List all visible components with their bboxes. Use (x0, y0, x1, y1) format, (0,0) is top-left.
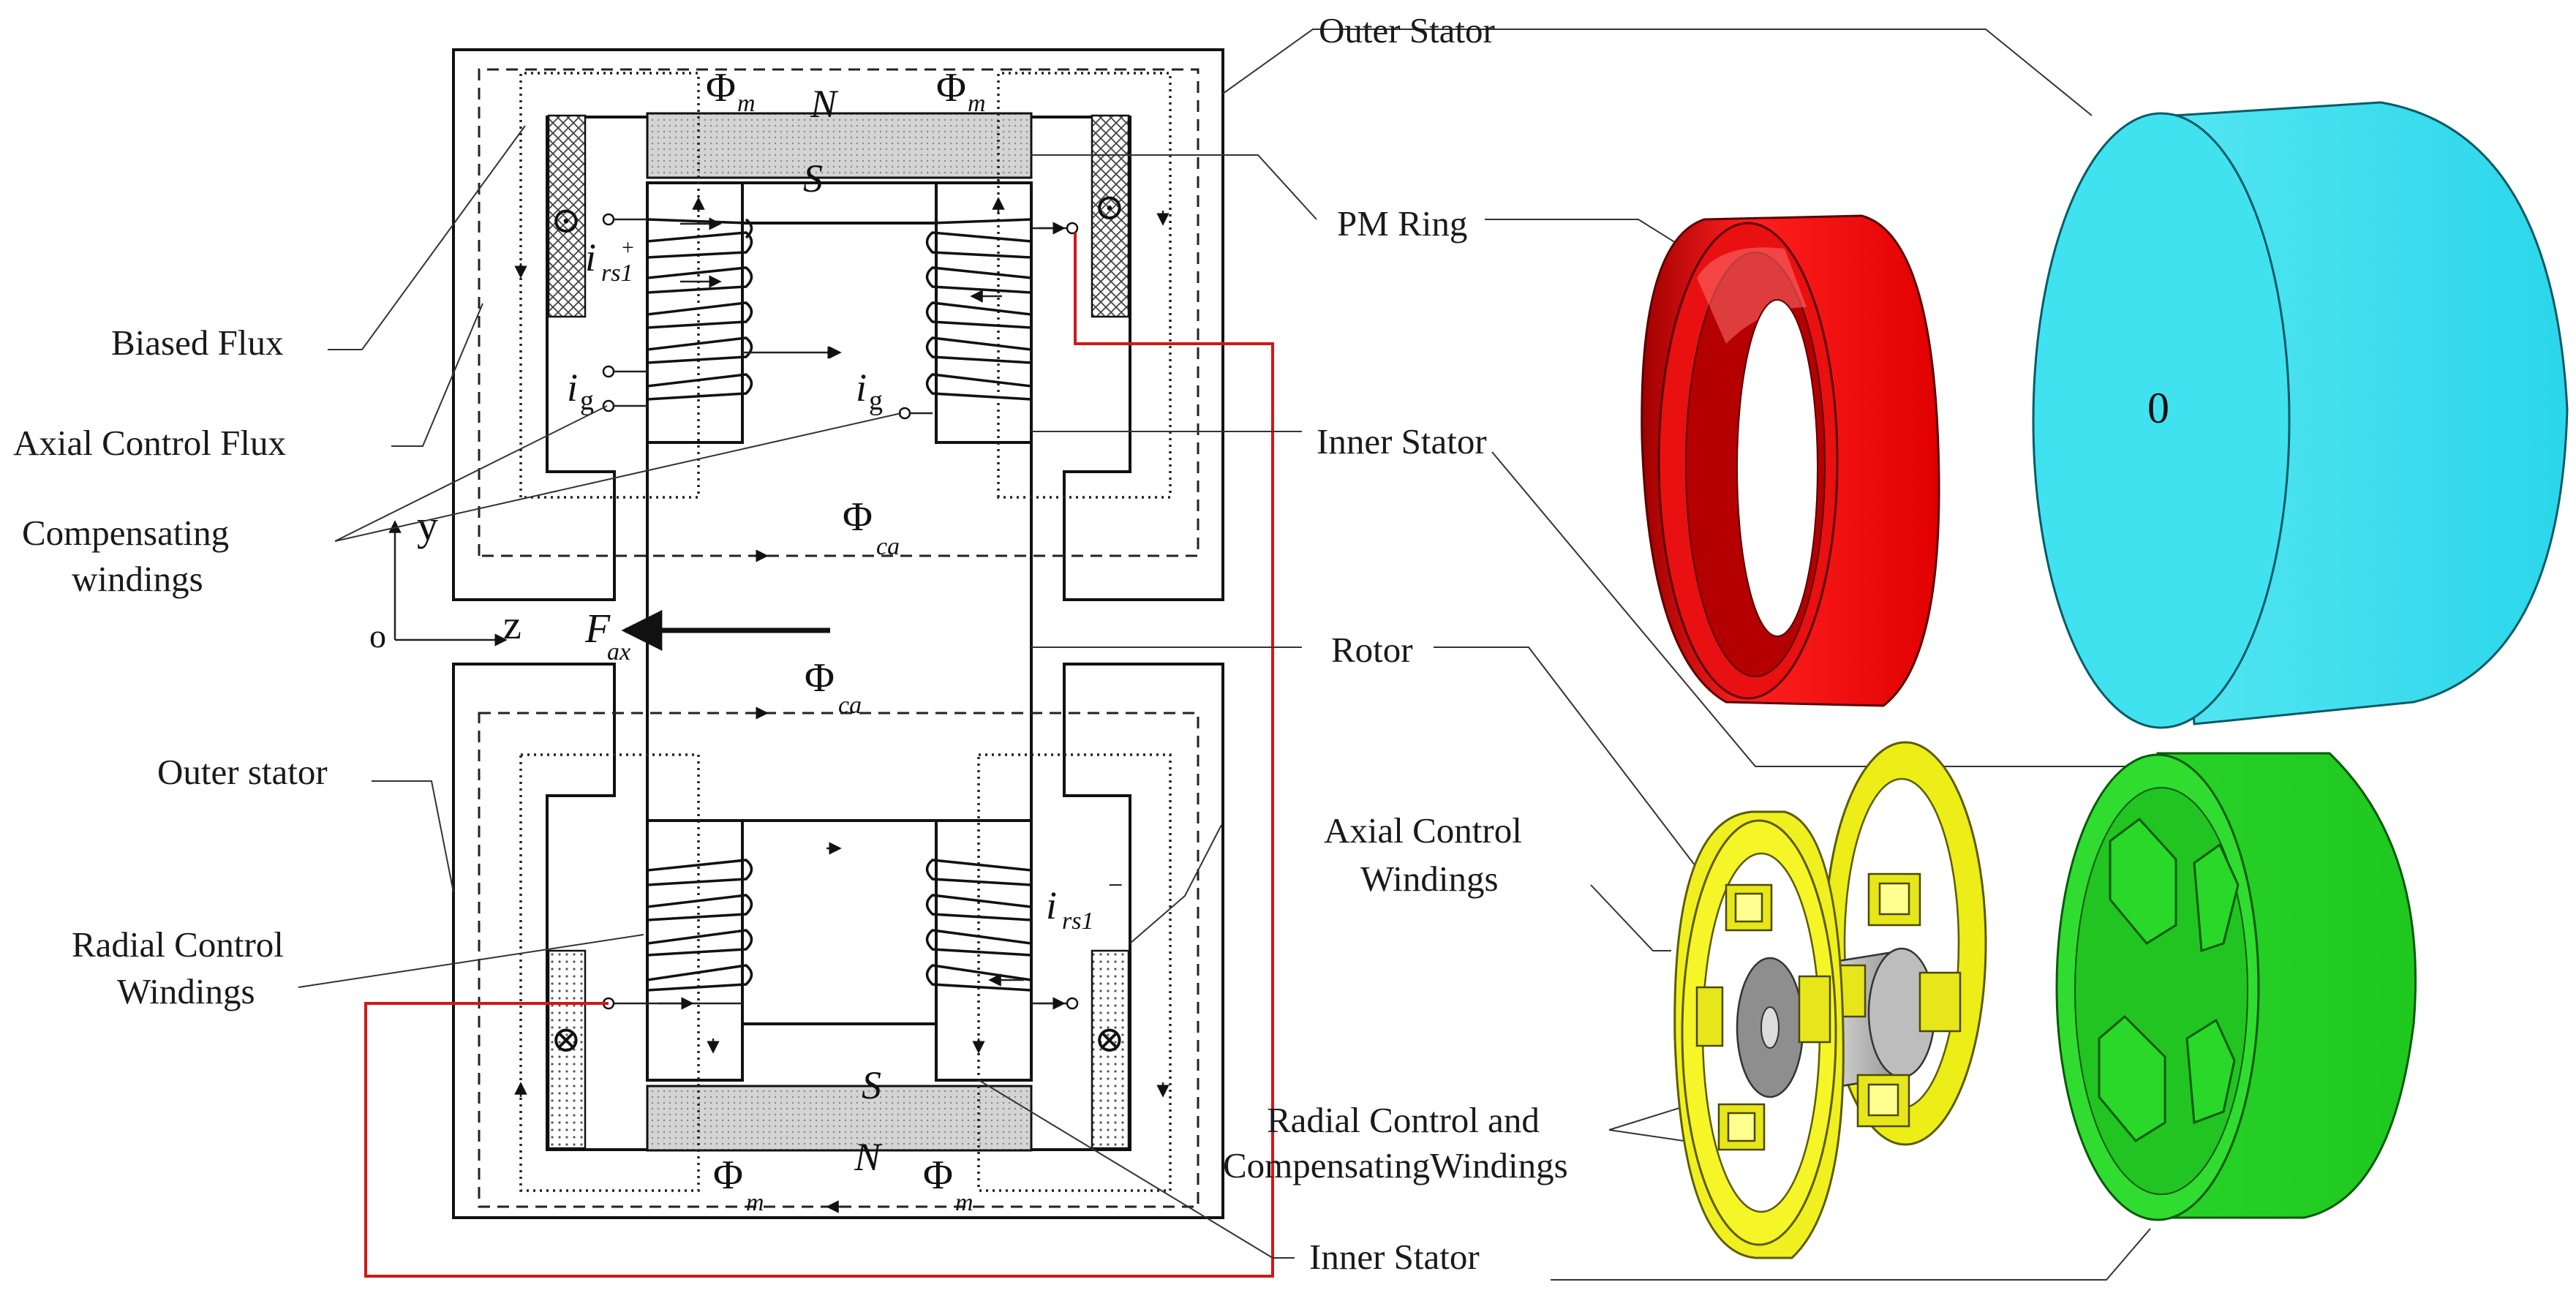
label-axial-windings-1: Axial Control (1324, 810, 1522, 851)
label-axial-control-flux: Axial Control Flux (13, 423, 286, 463)
cad-origin-mark: 0 (2147, 384, 2169, 432)
label-outer-stator-top: Outer Stator (1319, 10, 1495, 50)
phi-ca-bottom-sub: ca (838, 692, 862, 719)
red-wiring (364, 233, 1274, 1278)
label-outer-stator-bottom: Outer stator (157, 752, 328, 792)
coil-upper-left (602, 213, 753, 412)
i-rs1-bottom: i (1046, 883, 1057, 927)
minus-sign: − (1108, 870, 1123, 900)
label-inner-stator-bottom: Inner Stator (1309, 1237, 1480, 1277)
phi-ca-bottom: Φ (805, 655, 835, 701)
axis-y-label: y (417, 502, 438, 549)
force-label: F (584, 606, 611, 652)
outer-stator-3d: 0 (2032, 101, 2569, 729)
pm-block-top (646, 112, 1033, 179)
callout-labels: Outer Stator PM Ring Biased Flux Axial C… (13, 10, 1568, 1277)
phi-ca-top: Φ (843, 494, 873, 540)
north-top: N (810, 82, 839, 126)
i-rs1-top: i (585, 235, 596, 279)
label-rotor: Rotor (1331, 630, 1413, 670)
lower-outer-stator (452, 663, 1224, 1219)
north-bottom: N (854, 1135, 883, 1179)
i-rs1-bottom-sub: rs1 (1062, 908, 1093, 935)
biased-flux-lr (977, 753, 1172, 1192)
current-out-right: ⊙ (1094, 186, 1125, 227)
conductor-bottom-left (547, 949, 587, 1150)
phi-m-lr-sub: m (955, 1189, 973, 1216)
coil-lower-right (925, 859, 1079, 1010)
upper-outer-stator (452, 48, 1224, 601)
coil-lower-left (602, 859, 753, 1010)
label-radial-comp-2: CompensatingWindings (1223, 1145, 1568, 1185)
phi-m-ll: Φ (713, 1153, 743, 1198)
label-axial-windings-2: Windings (1360, 859, 1499, 899)
ig-right-sub: g (869, 385, 883, 416)
label-radial-comp-1: Radial Control and (1267, 1100, 1540, 1140)
phi-m-ur-sub: m (968, 90, 986, 117)
south-top: S (803, 157, 823, 200)
current-in-right: ⊗ (1094, 1019, 1125, 1060)
conductor-bottom-right (1091, 949, 1130, 1150)
axial-flux-lower (478, 712, 1200, 1208)
label-compensating-2: windings (72, 559, 203, 599)
label-radial-windings-2: Windings (117, 971, 255, 1011)
coil-upper-right (742, 218, 1079, 420)
ig-right: i (856, 366, 867, 410)
label-inner-stator-mid: Inner Stator (1317, 421, 1487, 461)
axial-flux-upper (478, 68, 1200, 557)
conductor-top-right (1091, 114, 1130, 318)
cross-section: ⊙ ⊙ ⊗ ⊗ (364, 48, 1274, 1278)
phi-ca-top-sub: ca (876, 533, 900, 560)
phi-m-ul-sub: m (737, 90, 756, 117)
plus-sign: + (622, 235, 634, 260)
pm-block-bottom (646, 1085, 1033, 1152)
force-label-sub: ax (607, 638, 630, 666)
current-in-left: ⊗ (551, 1019, 581, 1060)
biased-flux-ll (519, 753, 700, 1192)
inner-stator-3d (2055, 752, 2417, 1221)
label-biased-flux: Biased Flux (111, 323, 283, 363)
label-pm-ring: PM Ring (1337, 203, 1467, 244)
south-bottom: S (862, 1063, 881, 1107)
ig-left: i (567, 366, 578, 410)
ig-left-sub: g (580, 385, 594, 416)
phi-m-ur: Φ (936, 65, 966, 110)
i-rs1-top-sub: rs1 (601, 260, 633, 287)
label-compensating-1: Compensating (22, 513, 229, 553)
axis-z-label: z (503, 603, 521, 648)
pm-ring-3d (1641, 214, 1940, 707)
label-radial-windings-1: Radial Control (72, 924, 284, 965)
phi-m-ll-sub: m (746, 1189, 764, 1216)
phi-m-ul: Φ (706, 65, 736, 110)
axis-origin-label: o (369, 617, 386, 655)
leader-lines (298, 29, 2151, 1281)
phi-m-lr: Φ (923, 1153, 953, 1198)
conductor-top-left (547, 114, 587, 318)
cross-section-symbols: Φ m N Φ m S i rs1 + i g i g Φ ca Φ ca F … (369, 65, 1123, 1216)
current-out-left: ⊙ (551, 200, 581, 241)
rotor-windings-3d (1673, 741, 1987, 1259)
